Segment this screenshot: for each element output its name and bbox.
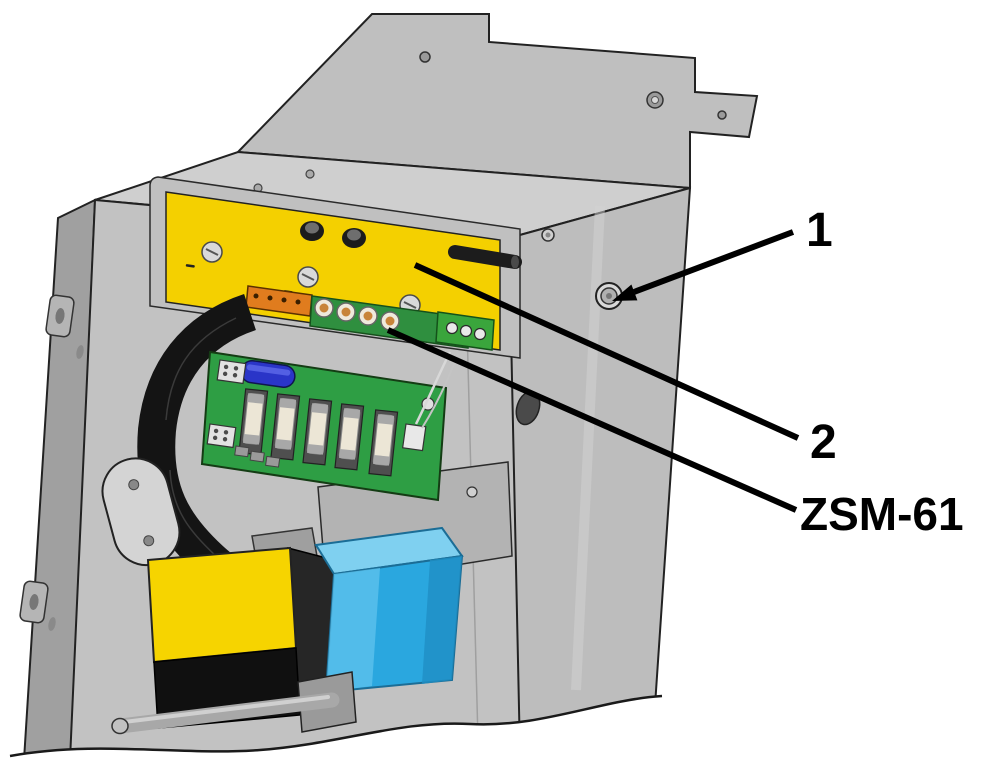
left-wall-hole [48,617,56,631]
fuse [270,393,301,461]
callout-model-line [386,327,798,513]
left-wall-tab [45,294,75,338]
mounting-hole-center [651,96,659,104]
terminal-screw [297,266,319,288]
terminal-screw [201,241,223,263]
ribbon-fold [169,469,217,557]
break-line-edge [9,694,663,758]
plate-hole [143,535,155,547]
fuse [302,398,333,466]
ribbon-fold [165,317,237,421]
callouts: 1 2 ZSM-61 [386,204,964,540]
shaft-highlight [122,695,330,724]
blue-component [314,526,464,694]
fuse [368,409,399,477]
mounting-hole [717,110,727,120]
connector-pin [295,299,301,305]
wall-highlight [571,205,605,691]
blue-component-shade [422,556,462,684]
module-standoff [300,221,324,241]
terminal-marking [185,264,195,268]
connector-pin [253,293,259,299]
back-mounting-plate [235,13,759,190]
callout-2-line [413,262,800,441]
callout-model-label: ZSM-61 [800,488,964,540]
connector-pin [267,295,273,301]
round-terminal [358,306,378,326]
plate-hole [128,479,140,491]
fuse [334,403,365,471]
module-rod [448,245,522,269]
terminal-block-hole [473,327,487,341]
pcb-small-components [234,445,281,468]
pcb-connector [216,359,247,385]
oval-cover-plate [101,457,181,567]
module-rod-cap [511,255,519,269]
break-line-mask [10,696,662,766]
transformer-yellow-band [146,546,298,664]
mounting-hole [419,51,431,63]
fuse-board [200,350,459,502]
round-terminal [336,302,356,322]
terminal-block-hole [459,324,473,338]
terminal-block-hole [445,321,459,335]
pcb-connector [206,423,237,449]
fuse [238,388,269,456]
round-terminal [314,298,334,318]
left-wall-tab [19,580,49,624]
pcb-connector [401,423,427,452]
roof-screw [305,169,315,179]
shaft-assembly [111,671,357,735]
wall-screw-hole-center [545,232,551,238]
callout-2-label: 2 [810,416,837,469]
panel-fastener [595,282,623,310]
bracket-screw [466,486,478,498]
terminal-row [245,285,495,351]
round-terminal [380,311,400,331]
callout-1-label: 1 [806,204,833,257]
connector-pin [281,297,287,303]
shaft-end-cap [111,717,129,735]
callout-1-line [632,229,795,295]
blue-component-shine [326,568,380,692]
left-wall-hole [76,345,84,359]
module-standoff [342,228,366,248]
shaft [112,692,340,734]
callout-1-arrowhead [612,284,638,301]
